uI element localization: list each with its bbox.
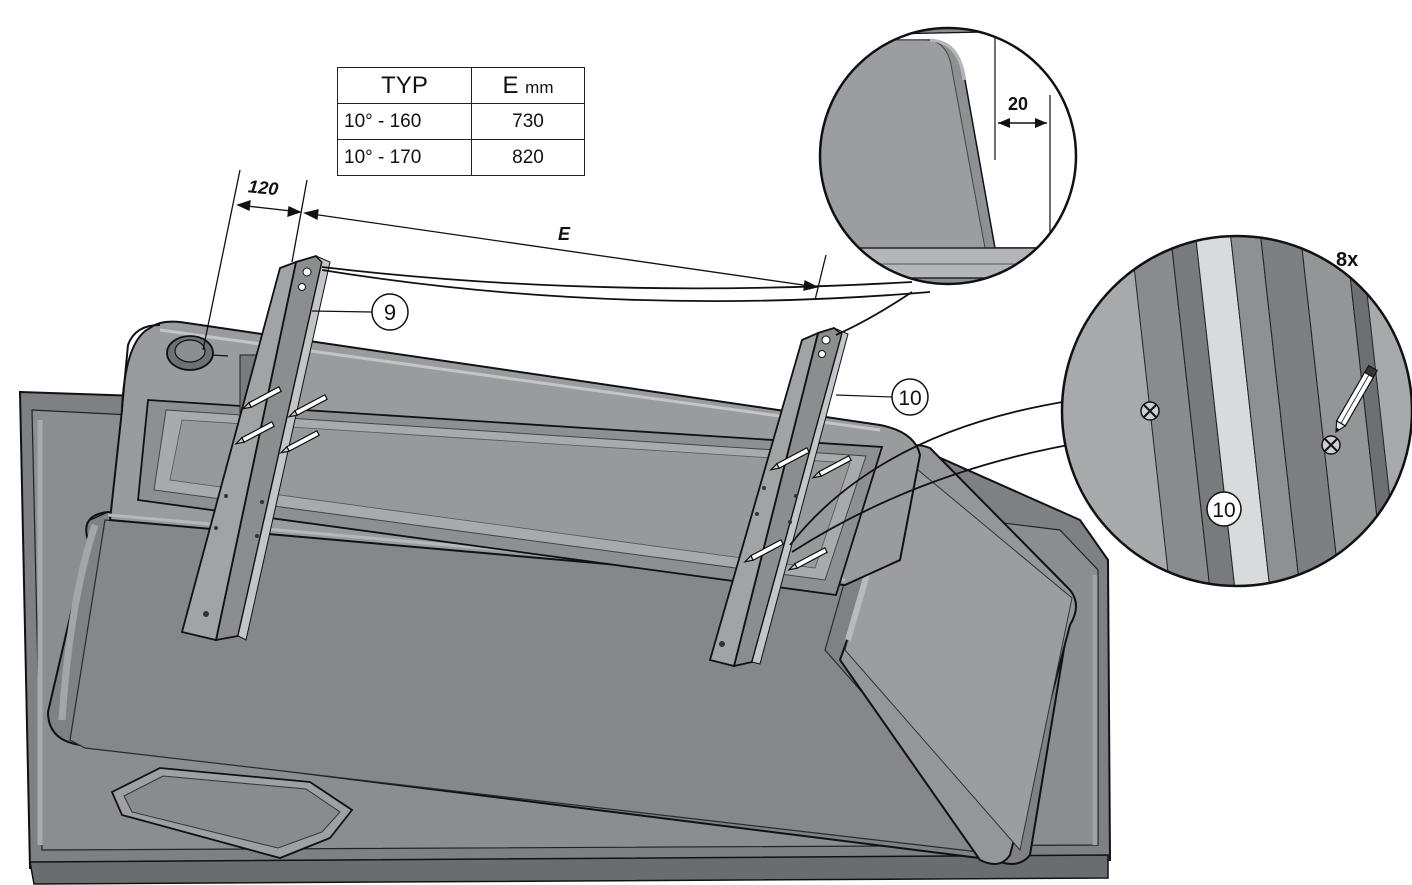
quantity-label: 8x [1336, 249, 1358, 271]
callout-rail-left-label: 9 [384, 300, 396, 325]
detail-leader-bottom [789, 399, 1086, 553]
dimension-120 [202, 169, 308, 351]
table-row: 10° - 170 820 [337, 139, 585, 176]
header-e-letter: E [502, 71, 519, 99]
detail-rail-closeup: 10 [1060, 234, 1412, 588]
pencil-icon [1335, 364, 1379, 434]
pencil-icon [234, 386, 853, 571]
dimension-20-label: 20 [1008, 94, 1028, 114]
dimension-e [303, 209, 827, 301]
row-e: 730 [471, 103, 585, 140]
drain-outlet-icon [166, 335, 229, 371]
spec-table-header: TYP E mm [337, 67, 585, 104]
callout-detail-rail-label: 10 [1212, 499, 1235, 522]
rail-right [708, 327, 849, 668]
dimension-e-label: E [558, 224, 571, 244]
row-typ: 10° - 160 [337, 103, 472, 140]
tub-body [46, 320, 1077, 865]
rail-left [180, 254, 331, 642]
header-unit: mm [525, 77, 554, 97]
callout-rail-right: 10 [835, 378, 929, 416]
callout-rail-left: 9 [311, 293, 409, 331]
detail-leader-top [321, 266, 931, 336]
dimension-120-label: 120 [247, 176, 279, 199]
callout-rail-right-label: 10 [898, 387, 921, 410]
detail-top: 20 [818, 26, 1078, 286]
spec-table: TYP E mm 10° - 160 730 10° - 170 820 [337, 67, 585, 176]
row-typ: 10° - 170 [337, 139, 472, 176]
header-typ: TYP [337, 67, 472, 104]
row-e: 820 [471, 139, 585, 176]
table-row: 10° - 160 730 [337, 103, 585, 140]
drain-cover [110, 767, 354, 859]
header-e: E mm [471, 67, 585, 104]
screw-hole-icon [1140, 401, 1341, 455]
